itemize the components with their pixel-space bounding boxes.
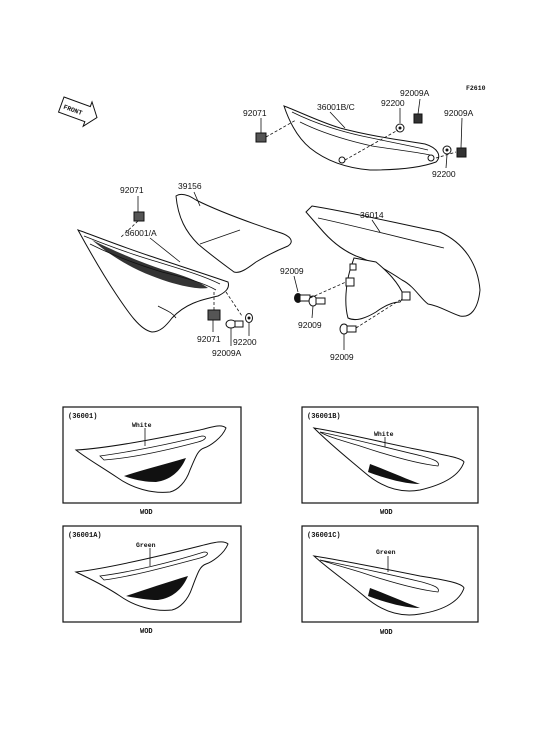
panel-note: WOD bbox=[140, 628, 153, 636]
variant-panel-36001b: (36001B) White WOD bbox=[301, 406, 479, 517]
grommet-92071-top bbox=[255, 132, 267, 143]
panel-note: WOD bbox=[380, 509, 393, 517]
label-92009-c: 92009 bbox=[330, 352, 354, 362]
grommet-92071-bottom bbox=[207, 309, 221, 321]
panel-color: White bbox=[374, 431, 394, 438]
grommet-92071-left bbox=[133, 211, 145, 222]
label-92200-right: 92200 bbox=[432, 169, 456, 179]
panel-note: WOD bbox=[380, 629, 393, 637]
collar-92200-top bbox=[395, 123, 405, 133]
side-cover-right bbox=[283, 105, 440, 171]
panel-id: (36001B) bbox=[307, 413, 341, 421]
variant-panel-36001: (36001) White WOD bbox=[62, 406, 242, 517]
label-92009a-right: 92009A bbox=[444, 108, 474, 118]
label-92009-b: 92009 bbox=[298, 320, 322, 330]
front-arrow-icon: FRONT bbox=[57, 96, 98, 128]
label-92071-left: 92071 bbox=[120, 185, 144, 195]
bolt-92009a-top bbox=[413, 113, 423, 124]
panel-color: Green bbox=[376, 549, 396, 556]
chain-cover-36014 bbox=[305, 205, 481, 321]
collar-92200-right bbox=[442, 145, 452, 155]
label-39156: 39156 bbox=[178, 181, 202, 191]
cover-39156 bbox=[175, 193, 292, 273]
label-92009-a: 92009 bbox=[280, 266, 304, 276]
bolt-92009-c bbox=[339, 323, 357, 335]
bolt-92009a-bottom bbox=[225, 319, 244, 329]
label-92071-bottom: 92071 bbox=[197, 334, 221, 344]
panel-note: WOD bbox=[140, 509, 153, 517]
panel-id: (36001) bbox=[68, 413, 97, 421]
side-cover-left bbox=[76, 229, 229, 333]
variant-panel-36001c: (36001C) Green WOD bbox=[301, 525, 479, 637]
label-92009a-top: 92009A bbox=[400, 88, 430, 98]
label-92200-bottom: 92200 bbox=[233, 337, 257, 347]
figure-code: F2610 bbox=[466, 85, 486, 92]
panel-color: Green bbox=[136, 542, 156, 549]
label-36001bc: 36001B/C bbox=[317, 102, 355, 112]
label-92200-top: 92200 bbox=[381, 98, 405, 108]
panel-id: (36001A) bbox=[68, 532, 102, 540]
bolt-92009-a bbox=[294, 293, 311, 303]
label-92071-top: 92071 bbox=[243, 108, 267, 118]
label-36001a: 36001/A bbox=[125, 228, 157, 238]
panel-color: White bbox=[132, 422, 152, 429]
label-36014: 36014 bbox=[360, 210, 384, 220]
variant-panel-36001a: (36001A) Green WOD bbox=[62, 525, 242, 636]
panel-id: (36001C) bbox=[307, 532, 341, 540]
label-92009a-bottom: 92009A bbox=[212, 348, 242, 358]
bolt-92009a-right bbox=[456, 147, 467, 158]
collar-92200-bottom bbox=[245, 313, 253, 323]
